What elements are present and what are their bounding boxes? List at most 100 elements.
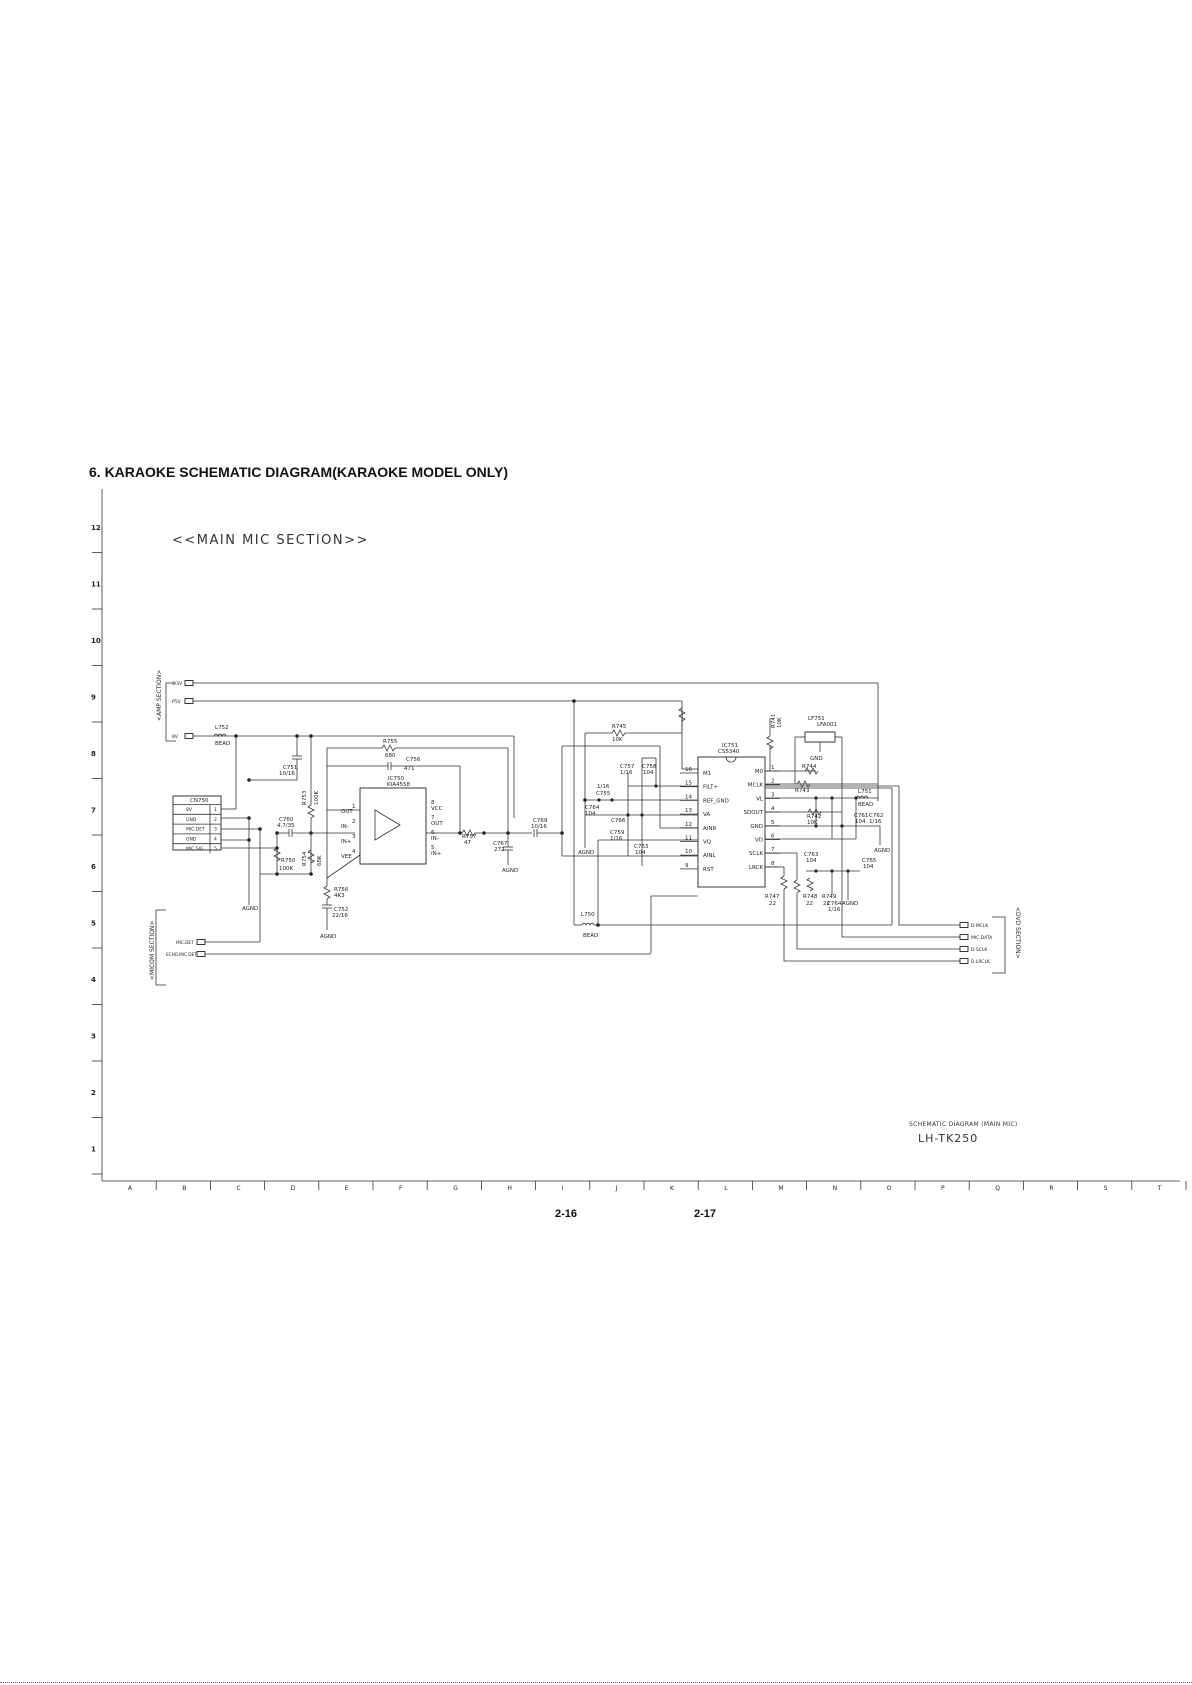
- page-number-left: 2-16: [555, 1208, 578, 1220]
- r756-resistor: R756 4K3: [323, 878, 349, 905]
- l752-bead: L752 BEAD: [213, 725, 230, 747]
- adc-right-network: R741 10K LF751 LFA001 GND L751 BEAD AGND…: [765, 714, 960, 962]
- ic751-pin-number: 1: [771, 765, 775, 771]
- ic751-pin-number: 6: [771, 834, 775, 840]
- dvd-pin-label: D.MCLK: [971, 923, 989, 929]
- dvd-pin-connector: [959, 922, 969, 928]
- r742-ref: R742: [807, 814, 821, 820]
- cn750-pin-number: 3: [214, 827, 217, 833]
- amp-pin-connector: [184, 733, 194, 739]
- ic750-pin-name: IN-: [341, 824, 349, 830]
- amp-section-label: <AMP SECTION>: [156, 670, 163, 721]
- r753-resistor: R753 100K: [302, 736, 320, 875]
- page-number-right: 2-17: [694, 1208, 717, 1220]
- ic751-pin-number: 13: [685, 808, 692, 814]
- ic751-pin-name: SDOUT: [744, 810, 764, 816]
- column-label: N: [833, 1185, 838, 1192]
- c752-capacitor: C752 22/16 AGND: [320, 904, 348, 940]
- section-heading: <<MAIN MIC SECTION>>: [172, 533, 369, 548]
- row-label: 3: [91, 1033, 96, 1041]
- column-label: S: [1104, 1185, 1108, 1192]
- r748-ref: R748: [803, 894, 818, 900]
- ic751-pin-name: VQ: [703, 840, 712, 846]
- ic751-pin-name: LRCK: [749, 865, 763, 871]
- ic751-pin-number: 4: [771, 806, 775, 812]
- ic750-pin-name: VEE: [341, 854, 352, 860]
- ic751-pin-name: MCLK: [748, 783, 764, 789]
- cn750-pin-label: MIC.SIG: [186, 846, 204, 852]
- c759-val: 1/16: [610, 836, 623, 842]
- r754-resistor: R754 68K: [302, 849, 323, 866]
- agnd-c765: AGND: [842, 901, 858, 907]
- cn750-pin-number: 2: [214, 817, 217, 823]
- column-label: A: [128, 1185, 133, 1192]
- l750-val: BEAD: [583, 933, 598, 939]
- c765-val: 104: [863, 864, 874, 870]
- column-label: J: [615, 1185, 618, 1192]
- column-label: E: [345, 1185, 349, 1192]
- ic751-pin-number: 9: [685, 863, 689, 869]
- micom-pin-label: MIC.DET: [176, 940, 194, 945]
- ic750-pin-number: 5: [431, 845, 435, 851]
- page-title: 6. KARAOKE SCHEMATIC DIAGRAM(KARAOKE MOD…: [89, 464, 508, 480]
- dvd-pin-label: D.SCLK: [971, 947, 988, 953]
- r754-ref: R754: [302, 851, 308, 866]
- row-label: 12: [91, 524, 101, 532]
- r753-ref: R753: [302, 790, 308, 805]
- ic750-pin-name: OUT: [431, 821, 443, 827]
- column-label: C: [236, 1185, 240, 1192]
- cn750-ref: CN750: [190, 798, 209, 804]
- ic750-pin-number: 3: [352, 834, 356, 840]
- cn750-pin-label: GND: [186, 817, 197, 823]
- ic750-pin-name: OUT: [341, 809, 353, 815]
- dvd-pin-connector: [959, 958, 969, 964]
- r754-val: 68K: [317, 855, 323, 866]
- r749-ref: R749: [822, 894, 837, 900]
- c763b-val: 104: [635, 850, 646, 856]
- dvd-pin-connector: [959, 946, 969, 952]
- c769-capacitor: C769 10/16: [531, 818, 562, 837]
- r747-val: 22: [769, 901, 776, 907]
- ic751-pin-name: VD: [755, 838, 763, 844]
- row-label: 2: [91, 1089, 96, 1097]
- micom-section-label: <MICOM SECTION>: [149, 921, 156, 980]
- dvd-section: <DVD SECTION> D.MCLKMIC.DATAD.SCLKD.LRCL…: [959, 907, 1021, 974]
- c752-ref: C752: [334, 907, 348, 913]
- c769-ref: C769: [533, 818, 548, 824]
- r744-ref: R744: [802, 764, 817, 770]
- c751-capacitor: C751 10/16: [249, 736, 302, 781]
- ic750-pin-name: IN-: [431, 836, 439, 842]
- c752-agnd: AGND: [320, 934, 336, 940]
- cn750-pin-label: GND: [186, 836, 197, 842]
- r755-val: 680: [385, 753, 396, 759]
- r755-ref: R755: [383, 739, 398, 745]
- column-label: B: [182, 1185, 186, 1192]
- ic751-pin-number: 16: [685, 767, 692, 773]
- c763b-ref: C763: [634, 844, 649, 850]
- c756x-val: 471: [404, 766, 415, 772]
- cn750-pin-number: 5: [214, 846, 217, 852]
- column-label: I: [562, 1185, 564, 1192]
- row-label: 1: [91, 1146, 96, 1154]
- r747-ref: R747: [765, 894, 780, 900]
- adc-decoupling-caps: C757 1/16 C758 104 1/16 C755 C764 104 C7…: [585, 757, 698, 866]
- c751-val: 10/16: [279, 771, 295, 777]
- l750-ref: L750: [581, 912, 595, 918]
- ic750-pin-number: 7: [431, 815, 435, 821]
- r756-val: 4K3: [334, 893, 345, 899]
- ic751-part: CS5340: [718, 749, 740, 755]
- ic751-pin-name: REF_GND: [703, 798, 729, 804]
- c762-ref: C762: [869, 813, 883, 819]
- l752-ref: L752: [215, 725, 229, 731]
- c762-val: 1/16: [869, 819, 882, 825]
- column-label: D: [291, 1185, 296, 1192]
- c763-val: 104: [806, 858, 817, 864]
- c764b-val: 1/16: [828, 907, 841, 913]
- ic750-pin-number: 8: [431, 800, 435, 806]
- row-label: 8: [91, 750, 96, 758]
- ic751-pin-name: VA: [703, 812, 710, 818]
- ic751-pin-number: 2: [771, 779, 775, 785]
